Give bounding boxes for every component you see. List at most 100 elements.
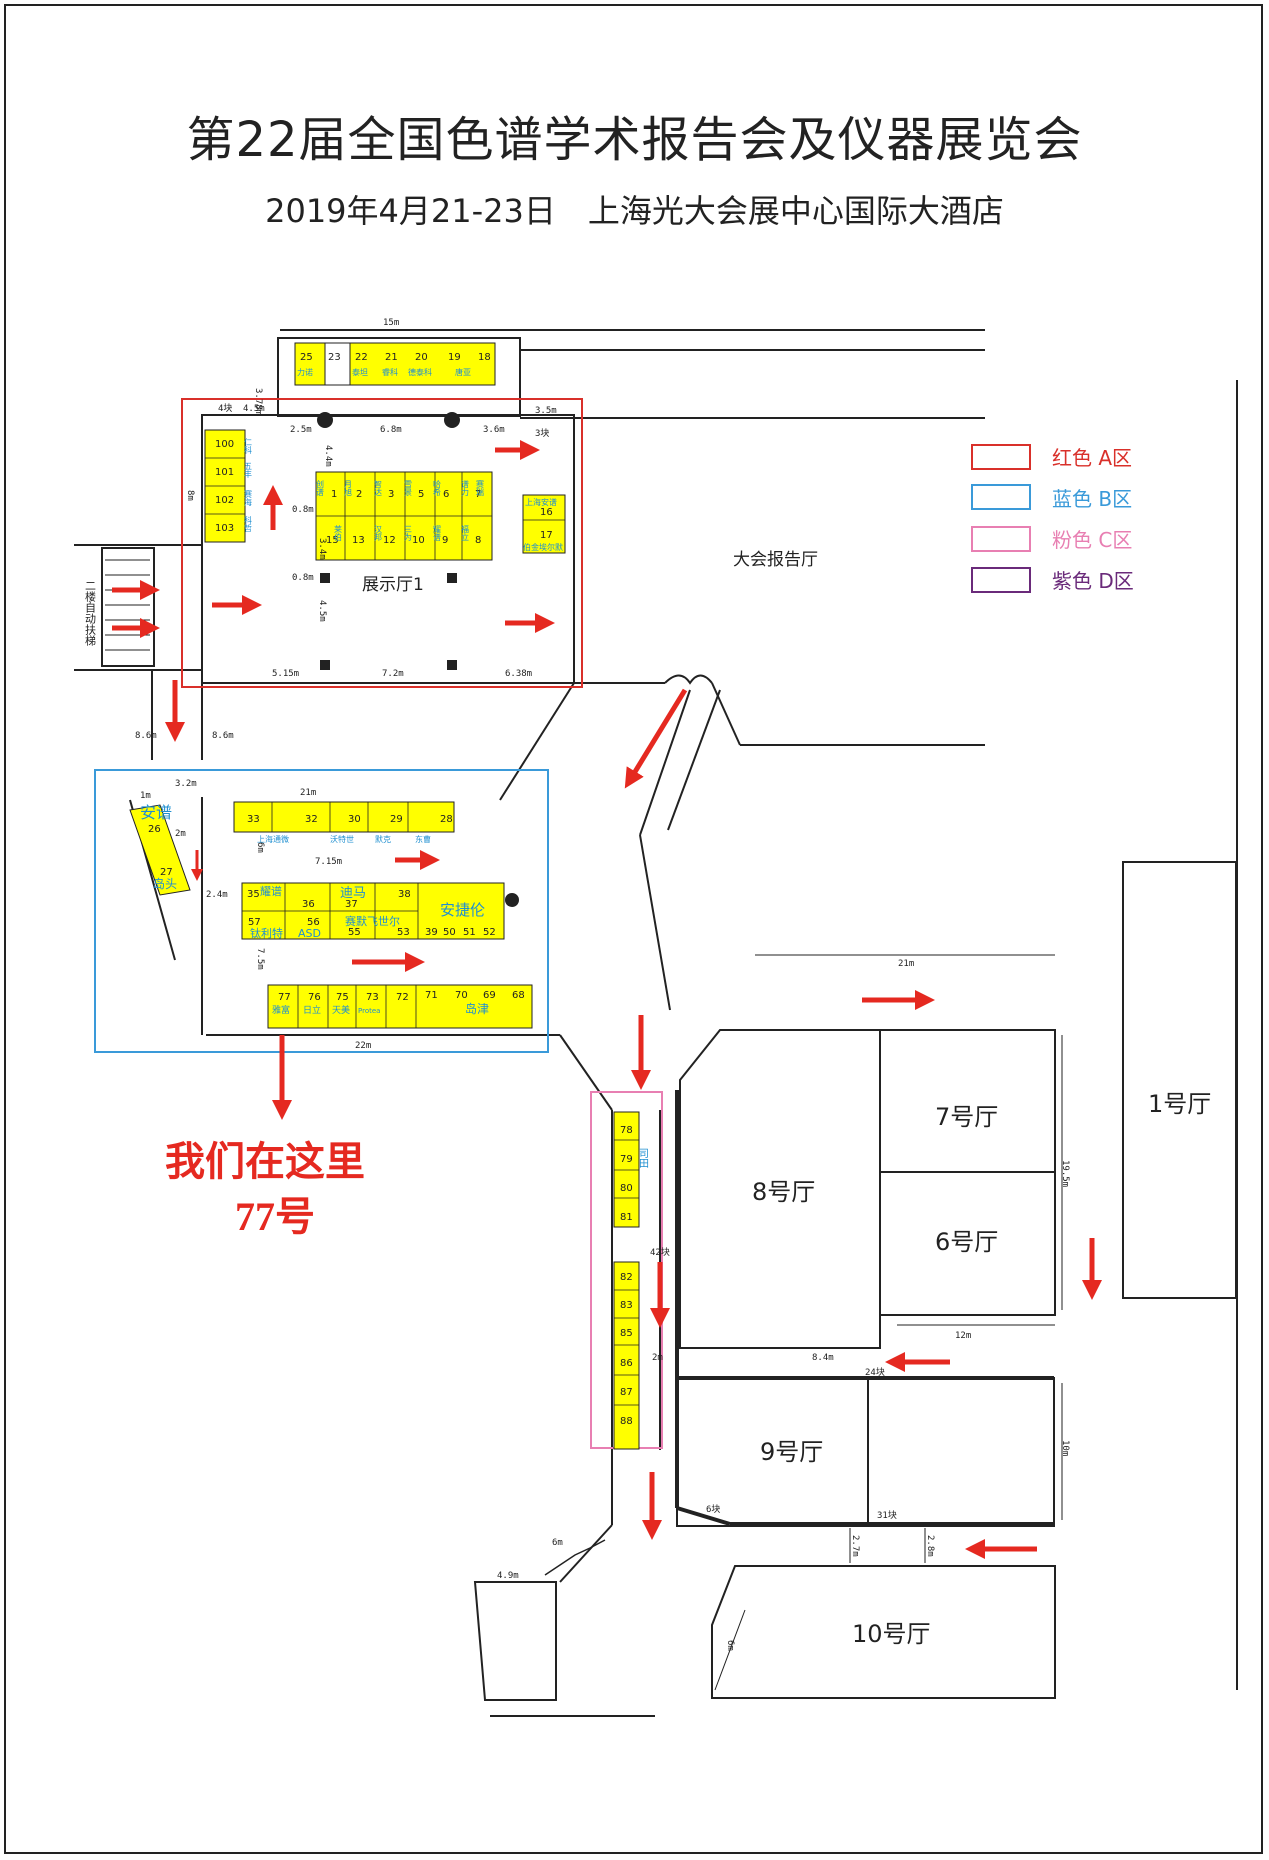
booth-number: 37 bbox=[345, 899, 358, 910]
dim-label: 8.4m bbox=[812, 1353, 834, 1363]
dim-label: 21m bbox=[300, 788, 316, 798]
note-line-2: 77号 bbox=[235, 1194, 315, 1239]
dim-label: 1m bbox=[140, 791, 151, 801]
dim-label: 10m bbox=[1060, 1440, 1070, 1456]
location-note: 我们在这里 77号 bbox=[165, 1139, 365, 1239]
dim-label: 42块 bbox=[650, 1246, 670, 1258]
booth-company: 力诺 bbox=[297, 367, 313, 377]
booth-number: 28 bbox=[440, 814, 453, 825]
note-line-1: 我们在这里 bbox=[165, 1139, 365, 1184]
booth-number: 23 bbox=[328, 352, 341, 363]
booth-number: 36 bbox=[302, 899, 315, 910]
booth-number: 81 bbox=[620, 1212, 633, 1223]
booth-number: 1 bbox=[331, 489, 337, 500]
booth-number: 77 bbox=[278, 992, 291, 1003]
legend: 红色 A区 蓝色 B区 粉色 C区 紫色 D区 bbox=[971, 444, 1134, 593]
booth-number: 73 bbox=[366, 992, 379, 1003]
dim-label: 2m bbox=[652, 1353, 663, 1363]
legend-label-d: 紫色 D区 bbox=[1052, 569, 1134, 593]
booth-company: ASD bbox=[298, 927, 321, 940]
booth-company: 迪马 bbox=[340, 886, 366, 901]
dim-label: 2.5m bbox=[290, 425, 312, 435]
booth-number: 72 bbox=[396, 992, 409, 1003]
booth-number: 102 bbox=[215, 495, 234, 506]
booth-company: 仁科 bbox=[244, 437, 253, 455]
booth-company: 伯金埃尔默 bbox=[523, 542, 563, 552]
dim-label: 21m bbox=[898, 959, 914, 969]
dim-label: 3.78m bbox=[253, 388, 263, 415]
booth-company: 雪景 bbox=[404, 480, 413, 496]
hall-7: 7号厅 bbox=[935, 1103, 998, 1131]
legend-swatch-d bbox=[971, 567, 1031, 593]
booth-company: 科哲 bbox=[244, 515, 253, 533]
dim-label: 24块 bbox=[865, 1366, 885, 1378]
booth-number: 101 bbox=[215, 467, 234, 478]
booth-number: 6 bbox=[443, 489, 449, 500]
booth-company: 雅富 bbox=[272, 1004, 290, 1016]
booth-company: 智达 bbox=[374, 479, 383, 497]
booth-company: 福立 bbox=[461, 525, 470, 541]
booth-company: 安谱 bbox=[140, 803, 172, 822]
booth-number: 79 bbox=[620, 1154, 633, 1165]
dim-label: 0.8m bbox=[292, 573, 314, 583]
booth-number: 52 bbox=[483, 927, 496, 938]
booth-company: 上海通微 bbox=[257, 834, 289, 844]
dim-label: 3块 bbox=[535, 427, 549, 439]
dim-label: 6块 bbox=[706, 1503, 720, 1515]
booth-company: Protea bbox=[358, 1007, 380, 1015]
booth-company: 唐亚 bbox=[455, 367, 471, 377]
booth-number: 22 bbox=[355, 352, 368, 363]
dim-label: 4.5m bbox=[317, 600, 327, 622]
booth-number: 55 bbox=[348, 927, 361, 938]
booth-number: 8 bbox=[475, 535, 481, 546]
booth-company: 创谱 bbox=[316, 479, 325, 497]
booth-company: 五丰 bbox=[244, 462, 253, 479]
dim-label: 4.4m bbox=[323, 445, 333, 467]
booth-number: 53 bbox=[397, 927, 410, 938]
booth-number: 13 bbox=[352, 535, 365, 546]
booth-number: 27 bbox=[160, 867, 173, 878]
booth-number: 26 bbox=[148, 824, 161, 835]
booth-company: 沃特世 bbox=[330, 834, 354, 844]
dim-label: 2.8m bbox=[925, 1535, 935, 1557]
dim-label: 2.7m bbox=[850, 1535, 860, 1557]
booth-number: 12 bbox=[383, 535, 396, 546]
map-frame bbox=[4, 4, 1263, 1854]
booth-number: 69 bbox=[483, 990, 496, 1001]
hall-10: 10号厅 bbox=[852, 1620, 931, 1648]
booth-number: 17 bbox=[540, 530, 553, 541]
page-title: 第22届全国色谱学术报告会及仪器展览会 bbox=[186, 112, 1083, 168]
booth-company: 赛默飞世尔 bbox=[345, 914, 400, 928]
hall-1: 1号厅 bbox=[1148, 1090, 1211, 1118]
dim-label: 3.2m bbox=[175, 779, 197, 789]
dim-label: 7.15m bbox=[315, 857, 342, 867]
dim-label: 7.2m bbox=[382, 669, 404, 679]
booth-number: 71 bbox=[425, 990, 438, 1001]
booth-company: 钛利特 bbox=[250, 926, 283, 940]
booth-number: 80 bbox=[620, 1183, 633, 1194]
booth-company: 天美 bbox=[332, 1004, 350, 1016]
dim-label: 3.4m bbox=[317, 538, 327, 560]
booth-number: 75 bbox=[336, 992, 349, 1003]
zone-a-border bbox=[181, 398, 583, 688]
booth-number: 57 bbox=[248, 917, 261, 928]
hall-9: 9号厅 bbox=[760, 1438, 823, 1466]
booth-number: 100 bbox=[215, 439, 234, 450]
dim-label: 6.38m bbox=[505, 669, 532, 679]
booth-number: 32 bbox=[305, 814, 318, 825]
legend-label-c: 粉色 C区 bbox=[1052, 528, 1132, 552]
booth-number: 25 bbox=[300, 352, 313, 363]
booth-number: 20 bbox=[415, 352, 428, 363]
booth-company: 赛瑞 bbox=[476, 479, 485, 496]
booth-company: 汉邦 bbox=[374, 525, 383, 542]
booth-number: 68 bbox=[512, 990, 525, 1001]
booth-number: 15 bbox=[326, 535, 339, 546]
booth-number: 83 bbox=[620, 1300, 633, 1311]
dim-label: 6m bbox=[255, 842, 265, 853]
booth-company: 泰坦 bbox=[352, 367, 368, 377]
legend-swatch-c bbox=[971, 526, 1031, 552]
booth-number: 87 bbox=[620, 1387, 633, 1398]
legend-swatch-b bbox=[971, 484, 1031, 510]
booth-number: 10 bbox=[412, 535, 425, 546]
